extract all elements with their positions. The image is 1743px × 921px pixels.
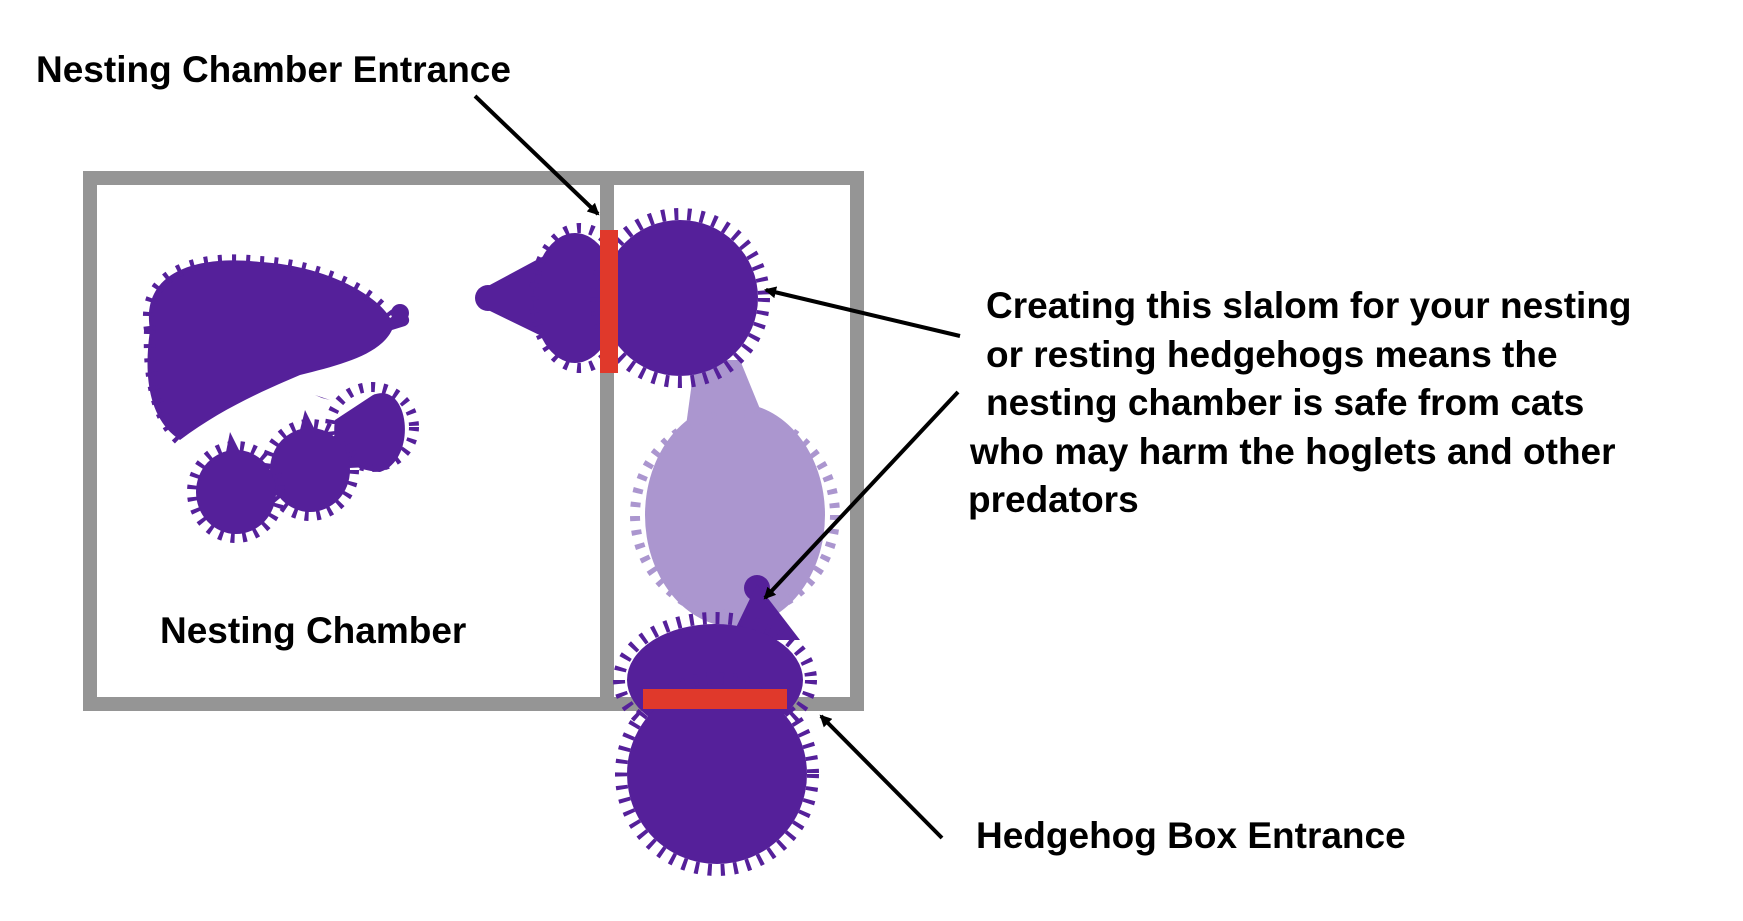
- hedgehog-silhouettes: [142, 208, 840, 876]
- nesting-chamber-entrance-marker: [600, 230, 618, 373]
- description-line: nesting chamber is safe from cats: [986, 382, 1585, 423]
- slalom-description: Creating this slalom for your nesting or…: [968, 282, 1708, 525]
- box-outline: [83, 171, 864, 711]
- arrow-to-slalom: [763, 390, 960, 600]
- description-line: or resting hedgehogs means the: [986, 333, 1558, 375]
- arrow-to-hedgehog: [764, 286, 961, 338]
- nesting-chamber-entrance-label: Nesting Chamber Entrance: [36, 49, 511, 90]
- hoglet-icon: [261, 410, 359, 521]
- hedgehog-entering-icon: [475, 208, 770, 388]
- callout-arrows: [473, 94, 961, 840]
- description-line: predators: [968, 479, 1139, 520]
- nesting-chamber-label: Nesting Chamber: [160, 610, 467, 651]
- description-line: who may harm the hoglets and other: [970, 430, 1616, 472]
- hedgehog-box-entrance-label: Hedgehog Box Entrance: [976, 815, 1406, 856]
- hedgehog-box-entrance-icon: [613, 575, 819, 876]
- description-line: Creating this slalom for your nesting: [986, 285, 1632, 326]
- hedgehog-mother-icon: [142, 254, 410, 445]
- arrow-hedgehog-box-entrance: [819, 714, 944, 840]
- hedgehog-box-entrance-marker: [643, 689, 787, 709]
- arrow-nesting-chamber-entrance: [473, 94, 600, 216]
- hoglet-icon: [187, 432, 285, 543]
- hedgehog-faded-icon: [630, 360, 840, 627]
